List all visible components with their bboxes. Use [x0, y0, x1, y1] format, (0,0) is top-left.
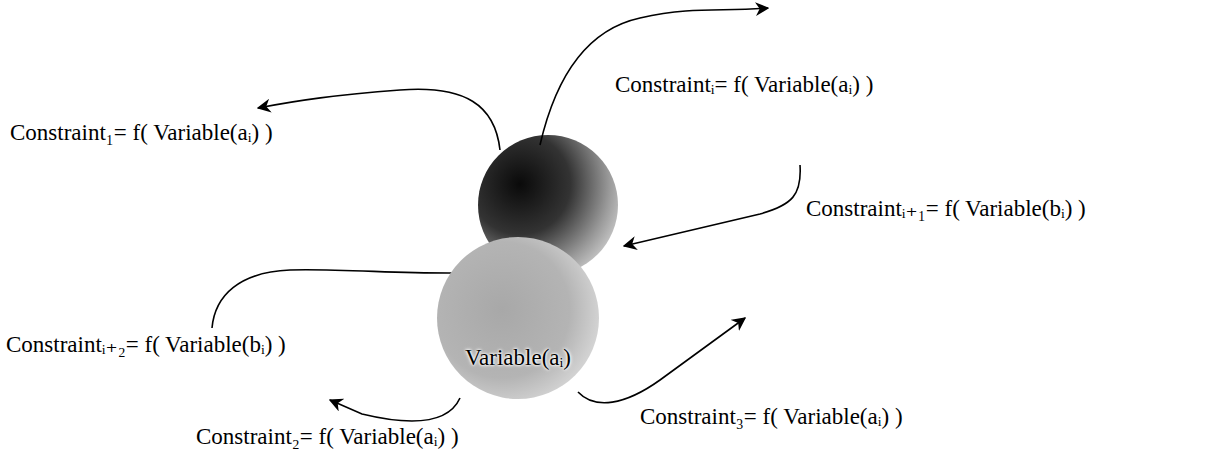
constraint-label: Constraintᵢ₊₁= f( Variable(bᵢ) )	[806, 196, 1086, 221]
outgoing-arrow	[578, 318, 745, 403]
constraint-label-box: Constraintᵢ₊₂= f( Variable(bᵢ) )	[6, 332, 286, 358]
constraint-label: Constraintᵢ₊₂= f( Variable(bᵢ) )	[6, 332, 286, 357]
constraint-label: Constraint₂= f( Variable(aᵢ) )	[196, 424, 459, 449]
sphere-shape	[437, 237, 599, 399]
constraint-label: Constraint₃= f( Variable(aᵢ) )	[640, 404, 903, 429]
incoming-arrow	[624, 165, 800, 246]
constraint-label-box: Constraintᵢ= f( Variable(aᵢ) )	[615, 72, 873, 98]
constraint-label-box: Constraintᵢ₊₁= f( Variable(bᵢ) )	[806, 196, 1086, 222]
constraint-label: Constraintᵢ= f( Variable(aᵢ) )	[615, 72, 873, 97]
constraint-label-box: Constraint₂= f( Variable(aᵢ) )	[196, 424, 459, 450]
outgoing-arrow	[258, 89, 500, 150]
sphere-outline	[436, 236, 600, 400]
variable-sphere: Variable(aᵢ)	[436, 236, 600, 400]
constraint-label-box: Constraint₁= f( Variable(aᵢ) )	[10, 120, 273, 146]
constraint-label: Constraint₁= f( Variable(aᵢ) )	[10, 120, 273, 145]
constraint-label-box: Constraint₃= f( Variable(aᵢ) )	[640, 404, 903, 430]
variable-name: Variable(aᵢ)	[436, 345, 600, 371]
outgoing-arrow	[330, 398, 460, 421]
